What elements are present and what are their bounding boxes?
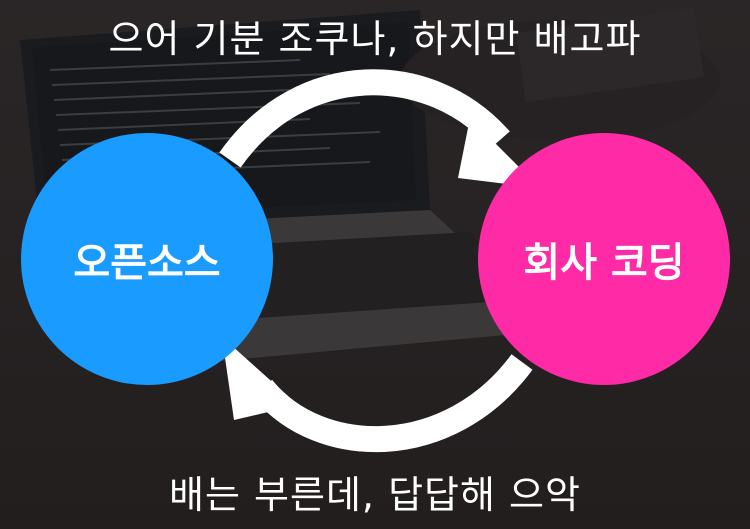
node-open-source-label: 오픈소스 xyxy=(73,240,221,286)
bottom-arrow xyxy=(251,354,533,453)
bottom-arrowhead xyxy=(222,337,298,420)
bottom-caption: 배는 부른데, 답답해 으악 xyxy=(169,473,581,517)
top-arrow xyxy=(219,69,510,168)
node-open-source: 오픈소스 xyxy=(21,133,273,385)
node-company-coding: 회사 코딩 xyxy=(478,133,730,385)
node-company-coding-label: 회사 코딩 xyxy=(523,240,685,286)
top-caption: 으어 기분 조쿠나, 하지만 배고파 xyxy=(108,17,642,61)
